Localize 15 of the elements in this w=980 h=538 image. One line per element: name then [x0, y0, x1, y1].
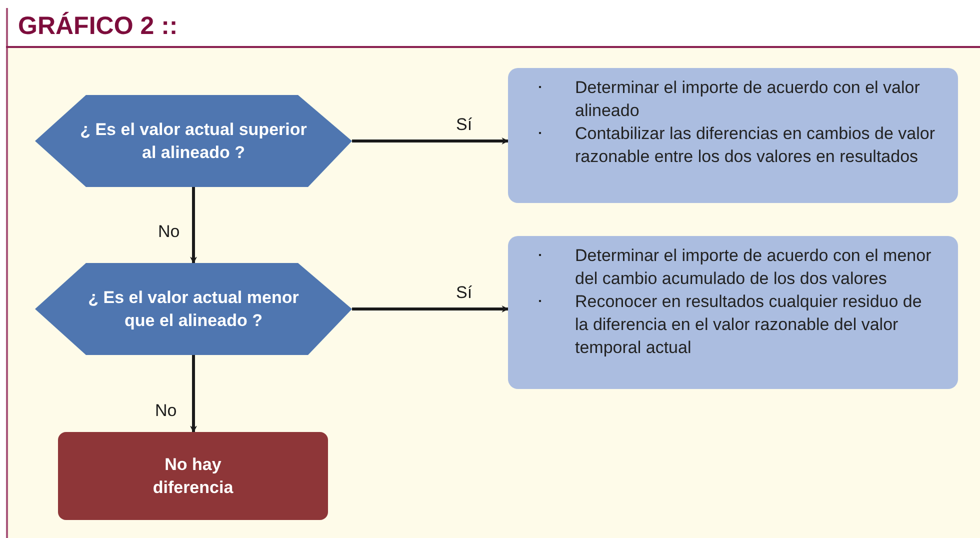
figure-title: GRÁFICO 2 :: [18, 12, 178, 41]
action-text: Reconocer en resultados cualquier residuo de la diferencia en el valor razonable del valor temporal actual [575, 291, 923, 359]
action-text: Determinar el importe de acuerdo con el valor alineado [575, 77, 921, 122]
arrow [352, 138, 509, 144]
arrow [352, 306, 509, 312]
result-box [58, 432, 328, 520]
action-box [508, 236, 958, 389]
result-text: No hay diferencia [152, 454, 234, 499]
question-text: ¿ Es el valor actual menor que el alineado ? [87, 287, 300, 332]
arrow [190, 187, 197, 264]
arrow [190, 355, 197, 433]
question-text: ¿ Es el valor actual superior al alineado ? [79, 119, 308, 164]
action-box [508, 68, 958, 203]
action-text: Contabilizar las diferencias en cambios de valor razonable entre los dos valores en resultados [575, 123, 936, 168]
action-text: Determinar el importe de acuerdo con el menor del cambio acumulado de los dos valores [575, 245, 932, 290]
